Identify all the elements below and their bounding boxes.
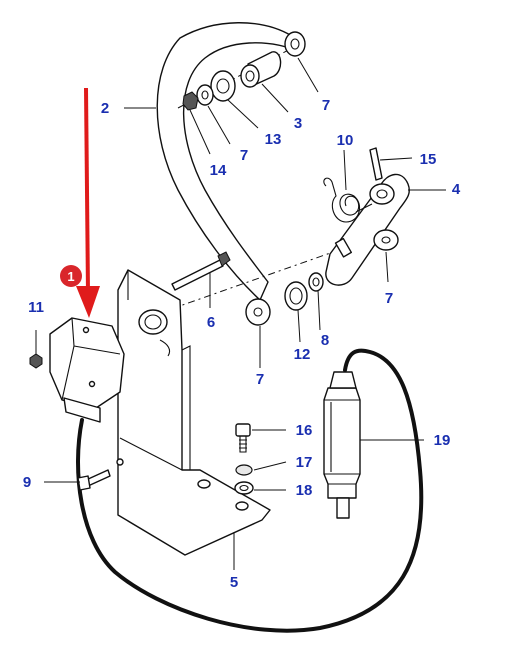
callout-17: 17 bbox=[296, 454, 313, 471]
sensor-cable bbox=[76, 348, 424, 633]
callout-18: 18 bbox=[296, 482, 313, 499]
callout-15: 15 bbox=[420, 151, 437, 168]
callout-8: 8 bbox=[321, 332, 329, 349]
washer-7-top bbox=[284, 31, 306, 57]
bracket-hole bbox=[138, 309, 168, 335]
callout-11: 11 bbox=[28, 299, 44, 316]
callout-7-top: 7 bbox=[322, 97, 330, 114]
callout-9: 9 bbox=[23, 474, 31, 491]
nut-18 bbox=[234, 481, 254, 495]
washer-7-lower bbox=[245, 298, 271, 326]
callout-5: 5 bbox=[230, 574, 238, 591]
sensor-housing bbox=[49, 317, 125, 409]
washer-7-upper bbox=[196, 84, 214, 106]
pin-15 bbox=[369, 147, 383, 181]
bolt-6 bbox=[171, 259, 224, 291]
lever-arm bbox=[325, 173, 410, 286]
callout-7-right: 7 bbox=[385, 290, 393, 307]
callout-19: 19 bbox=[434, 432, 451, 449]
washer-7-right bbox=[373, 229, 399, 251]
washer-12 bbox=[284, 281, 308, 311]
proximity-sensor-19 bbox=[323, 387, 361, 499]
washer-8 bbox=[308, 272, 324, 292]
callout-2: 2 bbox=[101, 100, 109, 117]
sensor-connector bbox=[63, 397, 101, 423]
callout-4: 4 bbox=[452, 181, 461, 198]
callout-6: 6 bbox=[207, 314, 215, 331]
lock-washer-17 bbox=[235, 464, 253, 476]
callout-3: 3 bbox=[294, 115, 302, 132]
callout-7-lower: 7 bbox=[256, 371, 264, 388]
bracket-5 bbox=[117, 269, 271, 556]
callout-16: 16 bbox=[296, 422, 313, 439]
callout-14: 14 bbox=[210, 162, 227, 179]
callout-labels: 2 7 3 13 7 14 10 15 4 7 8 12 7 6 11 16 1… bbox=[23, 97, 461, 591]
washer-13 bbox=[210, 70, 236, 102]
nut-14 bbox=[182, 91, 199, 111]
callout-10: 10 bbox=[337, 132, 354, 149]
bolt-16 bbox=[235, 423, 251, 437]
badge-number: 1 bbox=[67, 269, 74, 284]
callout-13: 13 bbox=[265, 131, 282, 148]
spring-10 bbox=[323, 177, 373, 223]
callout-12: 12 bbox=[294, 346, 311, 363]
nut-11 bbox=[29, 353, 43, 369]
highlight-badge: 1 bbox=[60, 265, 82, 287]
red-down-arrow-icon bbox=[76, 87, 100, 318]
callout-7-upper: 7 bbox=[240, 147, 248, 164]
